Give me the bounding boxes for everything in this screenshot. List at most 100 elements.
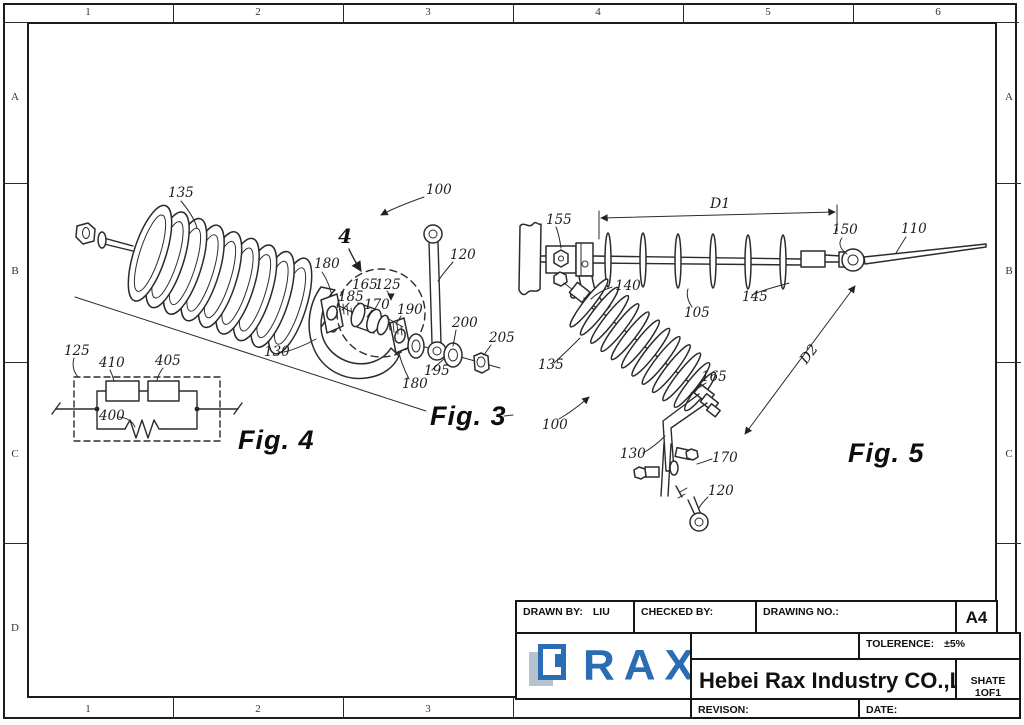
link-rod: [423, 224, 447, 361]
zone-number: 4: [595, 6, 601, 18]
callout: 195: [424, 363, 450, 379]
company-name: Hebei Rax Industry CO.,LTD: [699, 668, 991, 693]
inner-frame: [27, 22, 997, 698]
date-label: DATE:: [866, 704, 898, 716]
left-divider: [3, 543, 27, 544]
zone-letter: A: [11, 91, 19, 103]
fig4-drawing: 125 410 405 400 Fig. 4: [51, 343, 315, 455]
callout: 130: [620, 446, 646, 462]
zone-letter: C: [1005, 448, 1013, 460]
arrester: [553, 271, 721, 418]
callout: 140: [615, 278, 641, 294]
callout: 190: [397, 302, 423, 318]
callout: 120: [450, 247, 476, 263]
callout: 405: [154, 353, 181, 369]
fig5-caption: Fig. 5: [848, 438, 925, 468]
top-divider: [683, 3, 684, 23]
drawing-no-label: DRAWING NO.:: [763, 606, 839, 618]
logo-cell: RAX: [515, 632, 694, 700]
zone-letter: B: [1005, 265, 1013, 277]
top-divider: [513, 3, 514, 23]
zone-number: 6: [935, 6, 941, 18]
callout: 410: [98, 355, 125, 371]
zone-letter: C: [11, 448, 19, 460]
bottom-divider: [173, 698, 174, 719]
tolerance-value: ±5%: [944, 638, 966, 650]
right-divider: [997, 362, 1021, 363]
callout: 125: [375, 277, 401, 293]
callout: 180: [402, 376, 428, 392]
callout: 145: [742, 289, 768, 305]
left-divider: [3, 183, 27, 184]
callout: 180: [314, 256, 340, 272]
drawn-by-label: DRAWN BY:: [523, 606, 583, 618]
top-divider: [173, 3, 174, 23]
callout: 170: [364, 297, 390, 313]
callout: 185: [338, 289, 364, 305]
right-divider: [997, 183, 1021, 184]
callout: 165: [701, 369, 727, 385]
fig3-drawing: 135 100 4 180 185 165 125 170 190 130 12…: [74, 182, 515, 431]
right-divider: [997, 543, 1021, 544]
tolerance-label: TOLERENCE:: [866, 638, 935, 650]
checked-by-cell: CHECKED BY:: [633, 600, 757, 634]
zone-number: 1: [85, 703, 91, 715]
callout: 205: [488, 330, 515, 346]
ground-clamp: [633, 442, 699, 497]
callout: 105: [684, 305, 710, 321]
callout: 150: [832, 222, 858, 238]
callout: 400: [98, 408, 125, 424]
bottom-divider: [513, 698, 514, 719]
zone-number: 2: [255, 6, 261, 18]
tolerance-empty-cell: [690, 632, 860, 660]
sheet-cell: SHATE 1OF1: [955, 658, 1021, 700]
drawn-by-value: LIU: [592, 606, 610, 618]
rax-logo-icon: [529, 642, 575, 690]
rax-logo-text: RAX: [583, 642, 703, 690]
callout: 130: [264, 344, 290, 360]
callout: 120: [708, 483, 734, 499]
zone-number: 5: [765, 6, 771, 18]
drawing-no-cell: DRAWING NO.:: [755, 600, 957, 634]
callout: 100: [426, 182, 452, 198]
callout: 170: [712, 450, 738, 466]
zone-letter: A: [1005, 91, 1013, 103]
left-divider: [3, 362, 27, 363]
drawn-by-cell: DRAWN BY: LIU: [515, 600, 635, 634]
callout: 135: [168, 185, 194, 201]
sheet-number: SHATE 1OF1: [970, 675, 1006, 699]
date-cell: DATE:: [858, 698, 1021, 719]
revision-cell: REVISON:: [690, 698, 860, 719]
callout-detail: 4: [338, 224, 352, 248]
callout: 165: [352, 277, 378, 293]
zone-number: 3: [425, 703, 431, 715]
top-divider: [343, 3, 344, 23]
housing-shape: [308, 286, 400, 380]
callout: 125: [64, 343, 90, 359]
zone-number: 1: [85, 6, 91, 18]
paper-size: A4: [965, 608, 988, 627]
checked-by-label: CHECKED BY:: [641, 606, 714, 618]
fig4-caption: Fig. 4: [238, 425, 315, 455]
dim-label: D2: [796, 341, 822, 368]
fig5-drawing: 155 D1 150 110 140 105 145 135 165 100 1…: [518, 196, 987, 532]
zone-number: 2: [255, 703, 261, 715]
bottom-divider: [343, 698, 344, 719]
top-divider: [853, 3, 854, 23]
paper-size-cell: A4: [955, 600, 998, 634]
revision-label: REVISON:: [698, 704, 749, 716]
zone-letter: D: [11, 622, 19, 634]
fig3-caption: Fig. 3: [430, 401, 507, 431]
bolt-assembly: [336, 302, 404, 336]
zone-number: 3: [425, 6, 431, 18]
zone-letter: B: [11, 265, 19, 277]
callout: 200: [451, 315, 478, 331]
callout: 155: [546, 212, 572, 228]
callout: 135: [538, 357, 564, 373]
coil-spring: [127, 204, 340, 355]
outer-border: [3, 3, 1017, 719]
callout: 110: [901, 221, 927, 237]
dim-label: D1: [709, 196, 730, 212]
